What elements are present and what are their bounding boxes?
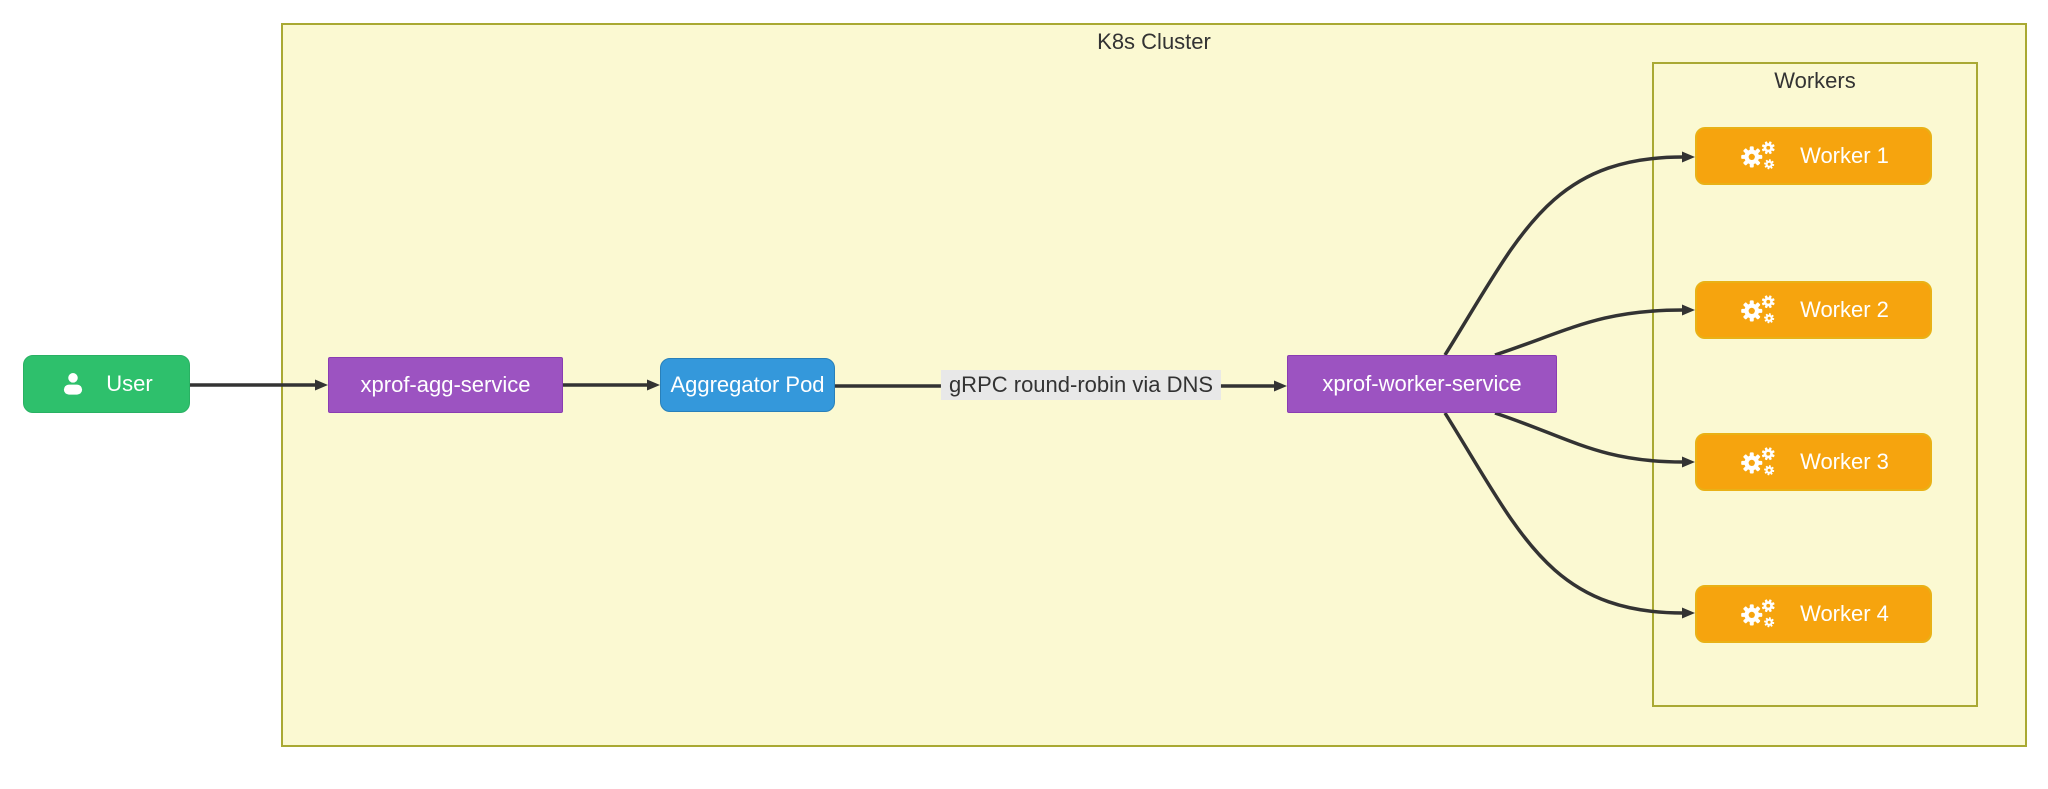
user-icon [60,371,86,397]
node-xprof-agg-service-label: xprof-agg-service [360,372,531,397]
node-worker-3-label: Worker 3 [1800,449,1889,474]
node-worker-1-label: Worker 1 [1800,143,1889,168]
gears-icon [1738,138,1782,174]
node-aggregator-pod: Aggregator Pod [660,358,835,412]
node-xprof-worker-service-label: xprof-worker-service [1322,371,1522,396]
gears-icon [1738,444,1782,480]
gears-icon [1738,292,1782,328]
node-user: User [23,355,190,413]
node-worker-2: Worker 2 [1695,281,1932,339]
k8s-cluster-label: K8s Cluster [1097,29,1211,54]
edge-label-grpc: gRPC round-robin via DNS [940,370,1222,400]
node-worker-4-label: Worker 4 [1800,601,1889,626]
workers-group-label: Workers [1774,68,1856,93]
node-worker-3: Worker 3 [1695,433,1932,491]
node-aggregator-pod-label: Aggregator Pod [670,372,825,397]
node-xprof-worker-service: xprof-worker-service [1287,355,1557,413]
node-user-label: User [106,371,153,396]
node-xprof-agg-service: xprof-agg-service [328,357,563,413]
node-worker-1: Worker 1 [1695,127,1932,185]
node-worker-4: Worker 4 [1695,585,1932,643]
node-worker-2-label: Worker 2 [1800,297,1889,322]
gears-icon [1738,596,1782,632]
